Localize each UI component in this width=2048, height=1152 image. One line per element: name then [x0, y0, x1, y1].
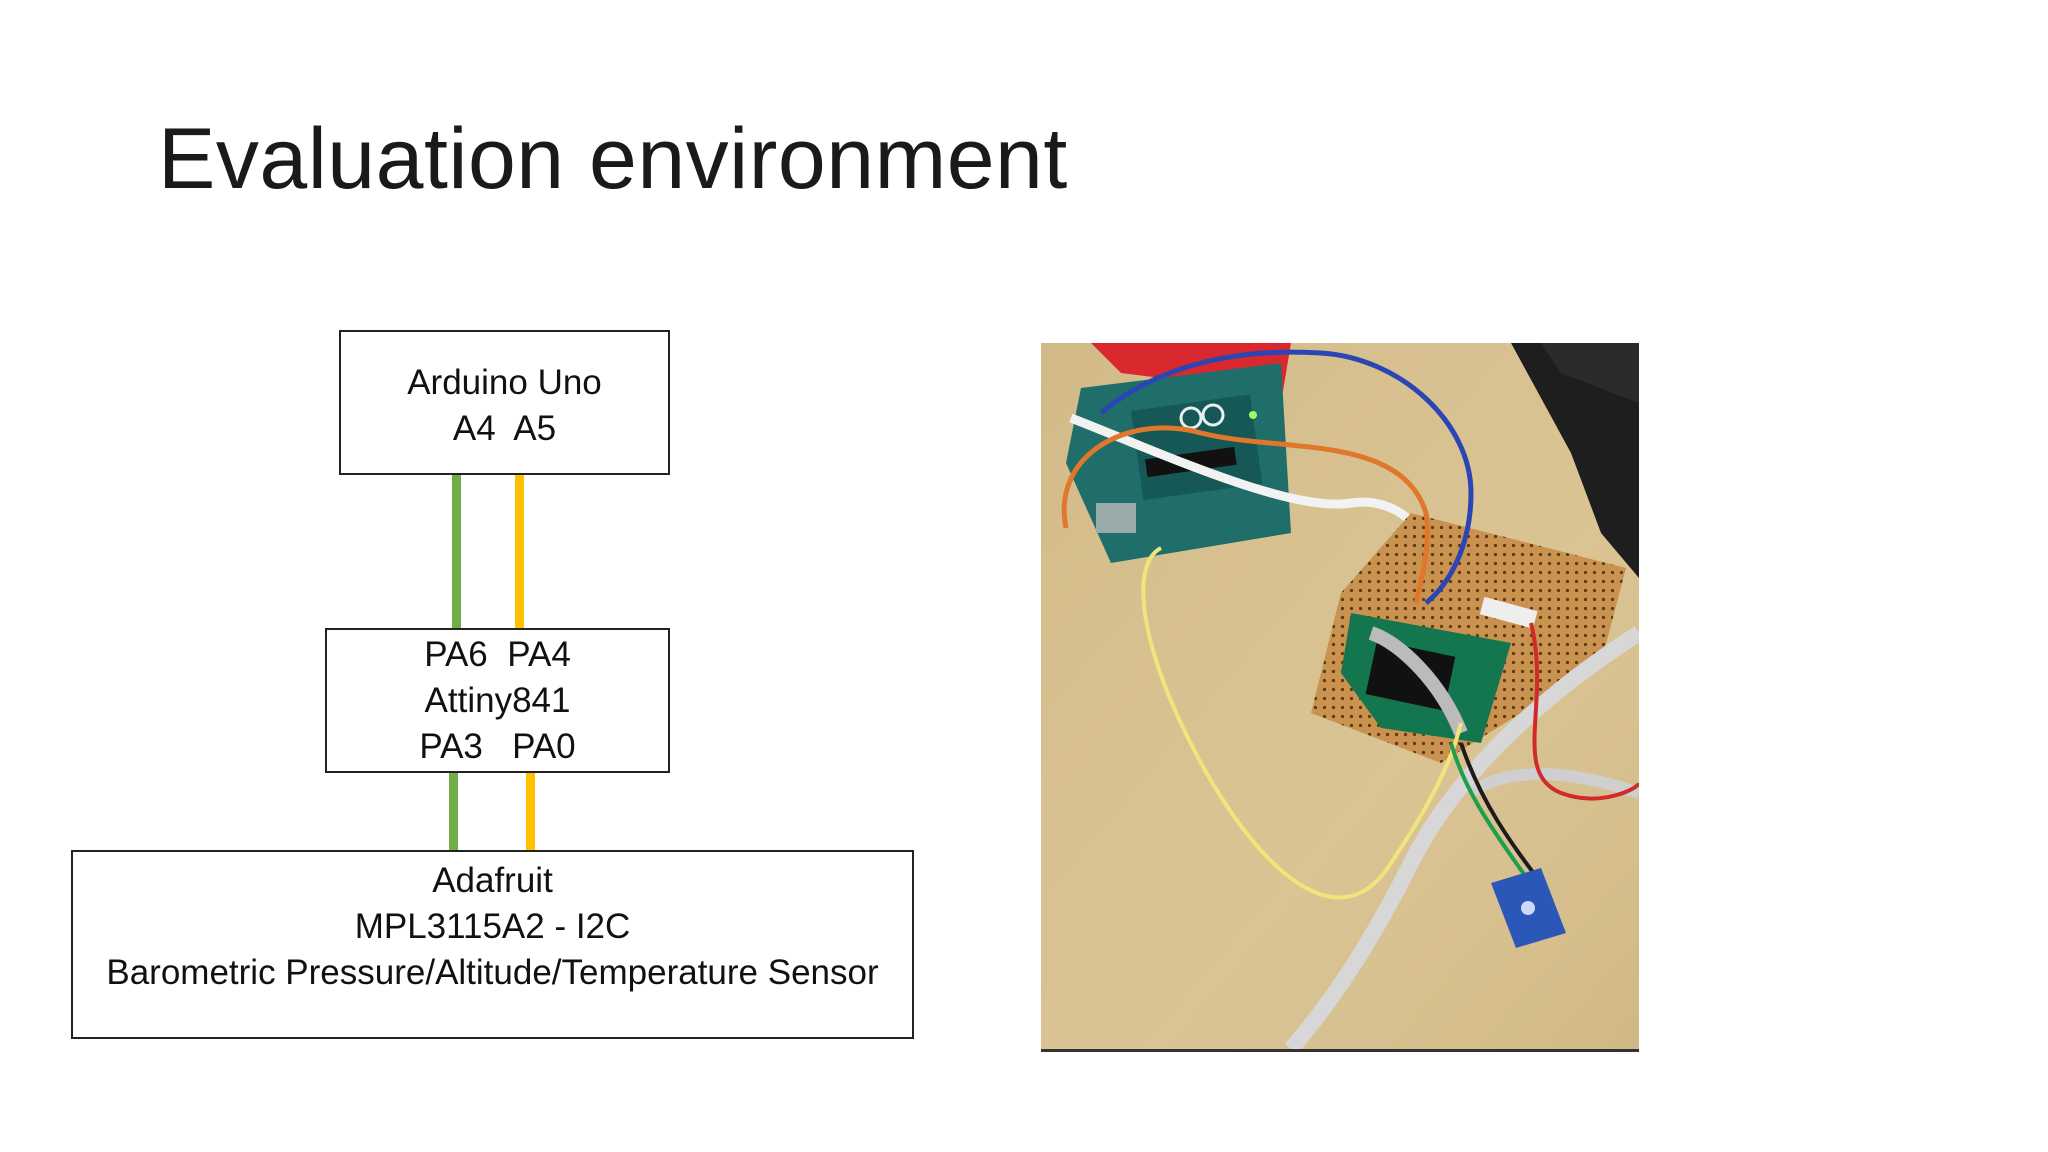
attiny-bottom-pins: PA3 PA0	[419, 726, 576, 766]
arduino-uno-box: Arduino Uno A4 A5	[339, 330, 670, 475]
wire-pa3-sensor	[449, 773, 458, 850]
sensor-box: Adafruit MPL3115A2 - I2C Barometric Pres…	[71, 850, 914, 1039]
arduino-label: Arduino Uno	[407, 362, 602, 402]
slide-title: Evaluation environment	[158, 111, 1068, 207]
wire-a5-pa4	[515, 475, 524, 628]
arduino-pins: A4 A5	[452, 408, 557, 448]
attiny-top-pins: PA6 PA4	[424, 634, 571, 674]
hardware-photo	[1041, 343, 1639, 1052]
sensor-brand: Adafruit	[432, 861, 553, 900]
wire-a4-pa6	[452, 475, 461, 628]
sensor-description: Barometric Pressure/Altitude/Temperature…	[106, 953, 879, 992]
wire-pa0-sensor	[526, 773, 535, 850]
attiny841-box: PA6 PA4 Attiny841 PA3 PA0	[325, 628, 670, 773]
sensor-model: MPL3115A2 - I2C	[354, 907, 631, 946]
attiny-label: Attiny841	[424, 680, 571, 720]
